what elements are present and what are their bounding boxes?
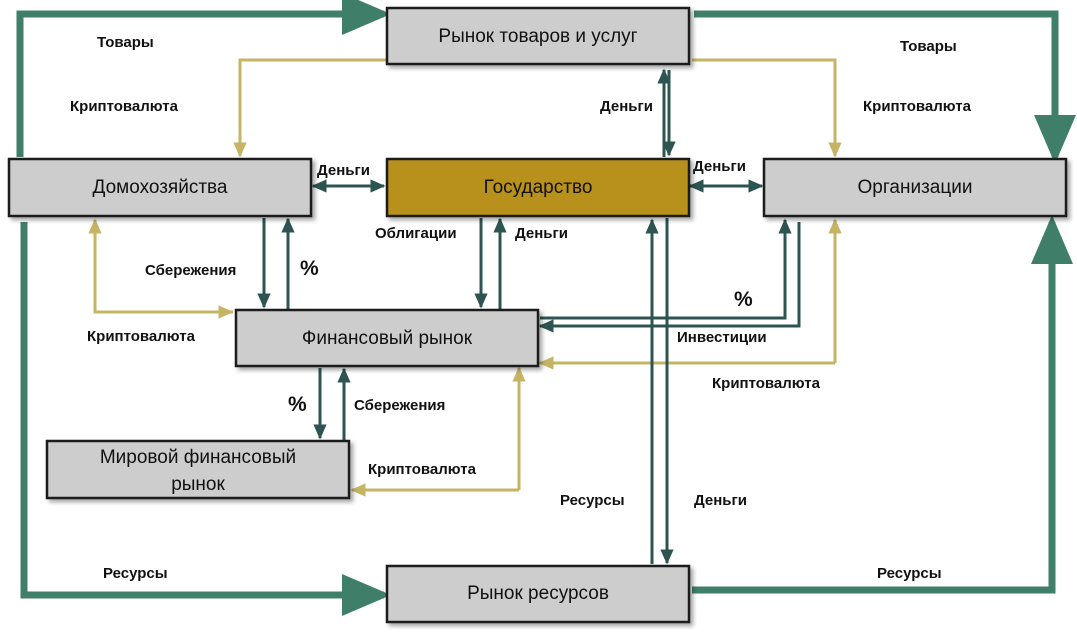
- outer-flow-arrows: [16, 0, 1076, 616]
- flow-labels: Товары Товары Криптовалюта Криптовалюта …: [70, 34, 972, 582]
- label-resources-mid: Ресурсы: [560, 492, 625, 509]
- arrow-investments-org-fin: [538, 222, 801, 333]
- households-label: Домохозяйства: [93, 177, 228, 198]
- label-percent-org: %: [734, 288, 753, 311]
- crypto-arrows: [88, 58, 842, 497]
- resource-market-label: Рынок ресурсов: [467, 583, 609, 604]
- financial-market-label: Финансовый рынок: [302, 328, 473, 349]
- label-crypto-org-fin: Криптовалюта: [712, 375, 821, 392]
- financial-market-box: Финансовый рынок: [234, 308, 540, 368]
- arrow-crypto-goods-households: [233, 58, 386, 158]
- label-money-state-fin: Деньги: [515, 225, 568, 242]
- organizations-box: Организации: [762, 157, 1068, 218]
- label-crypto-top-left: Криптовалюта: [70, 98, 179, 115]
- state-box: Государство: [385, 157, 691, 218]
- label-money-top: Деньги: [600, 98, 653, 115]
- goods-market-box: Рынок товаров и услуг: [385, 6, 691, 66]
- label-bonds: Облигации: [375, 225, 457, 242]
- label-money-mid: Деньги: [694, 492, 747, 509]
- label-savings-hh: Сбережения: [145, 262, 236, 279]
- arrow-crypto-goods-organizations: [692, 58, 842, 158]
- label-goods-right: Товары: [900, 38, 957, 55]
- label-money-hh-state: Деньги: [317, 162, 370, 179]
- money-arrows: [257, 68, 801, 565]
- label-savings-world: Сбережения: [354, 397, 445, 414]
- label-resources-left: Ресурсы: [103, 565, 168, 582]
- world-financial-market-box: Мировой финансовый рынок: [45, 439, 351, 500]
- label-goods-left: Товары: [97, 34, 154, 51]
- arrow-percent-fin-org: [540, 218, 792, 320]
- label-crypto-hh-fin: Криптовалюта: [87, 328, 196, 345]
- arrow-goods-market-organizations: [694, 10, 1076, 164]
- label-percent-world: %: [288, 393, 307, 416]
- label-percent-hh: %: [300, 257, 319, 280]
- label-investments: Инвестиции: [677, 329, 767, 346]
- world-market-label-line2: рынок: [171, 474, 225, 495]
- arrow-households-resource-market: [20, 222, 391, 616]
- arrow-households-goods-market: [16, 0, 391, 157]
- label-money-state-org: Деньги: [693, 158, 746, 175]
- households-box: Домохозяйства: [7, 157, 313, 218]
- label-crypto-top-right: Криптовалюта: [863, 98, 972, 115]
- label-resources-right: Ресурсы: [877, 565, 942, 582]
- arrow-resource-market-organizations: [692, 215, 1073, 594]
- resource-market-box: Рынок ресурсов: [385, 564, 691, 624]
- organizations-label: Организации: [858, 177, 973, 198]
- label-crypto-world: Криптовалюта: [368, 461, 477, 478]
- world-market-label-line1: Мировой финансовый: [100, 447, 296, 468]
- state-label: Государство: [484, 177, 593, 198]
- goods-market-label: Рынок товаров и услуг: [438, 26, 637, 47]
